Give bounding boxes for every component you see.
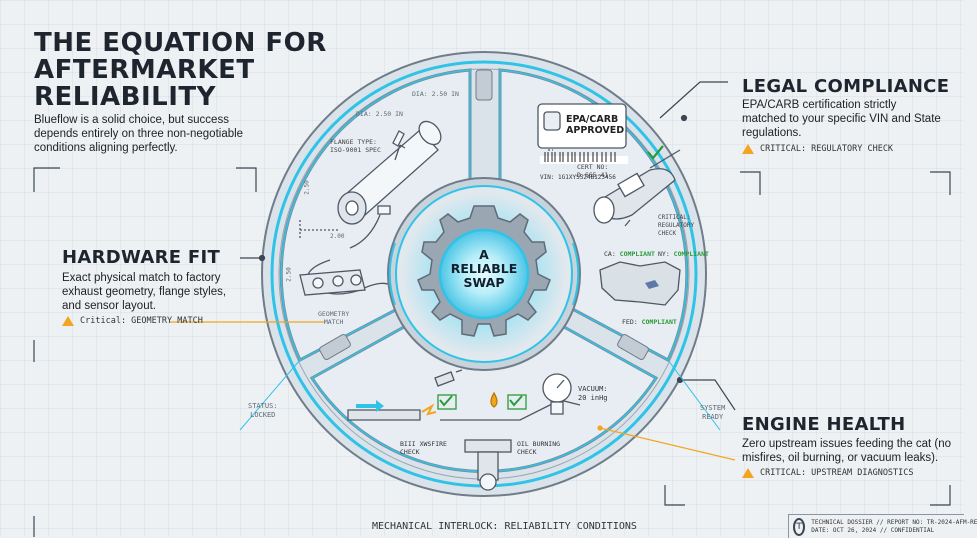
warning-icon bbox=[62, 316, 74, 326]
dim-label-3: 2.50 bbox=[285, 267, 293, 282]
system-ready: SYSTEM READY bbox=[700, 404, 725, 422]
dossier-text: TECHNICAL DOSSIER // REPORT NO: TR-2024-… bbox=[811, 519, 977, 535]
misfire-line-2: CHECK bbox=[400, 448, 420, 456]
vin-label: VIN: 1G1XYS524B123456 bbox=[540, 174, 616, 181]
dim-label-1: 2.50 bbox=[303, 180, 311, 195]
epa-badge-line-2: APPROVED bbox=[566, 125, 625, 136]
ny-compliance: NY: COMPLIANT bbox=[658, 250, 709, 258]
engine-sketch bbox=[347, 369, 581, 491]
regulatory-line-3: CHECK bbox=[658, 230, 677, 237]
vacuum-line-1: VACUUM: bbox=[578, 385, 608, 393]
misfire-label: BIII XWSFIRE CHECK bbox=[400, 440, 447, 456]
dossier-logo-icon: ⊤ bbox=[793, 517, 806, 536]
system-ready-line-1: SYSTEM bbox=[700, 404, 726, 412]
regulatory-note: CRITICAL: REGULATORY CHECK bbox=[658, 214, 694, 238]
ca-compliance: CA: COMPLIANT bbox=[604, 250, 655, 258]
vacuum-line-2: 20 inHg bbox=[578, 394, 608, 402]
engine-critical-label: CRITICAL: UPSTREAM DIAGNOSTICS bbox=[760, 468, 914, 478]
status-locked-line-2: LOCKED bbox=[250, 411, 276, 419]
oil-line-2: CHECK bbox=[517, 448, 537, 456]
fed-prefix: FED: bbox=[622, 318, 638, 326]
footer-caption: MECHANICAL INTERLOCK: RELIABILITY CONDIT… bbox=[372, 521, 637, 532]
ca-prefix: CA: bbox=[604, 250, 616, 258]
dia-label-1: DIA: 2.50 IN bbox=[412, 90, 459, 98]
legal-critical-label: CRITICAL: REGULATORY CHECK bbox=[760, 144, 894, 154]
regulatory-line-2: REGULATORY bbox=[658, 222, 695, 229]
center-line-3: SWAP bbox=[463, 275, 505, 290]
engine-title: ENGINE HEALTH bbox=[742, 414, 906, 435]
epa-badge: EPA/CARB APPROVED bbox=[566, 114, 624, 136]
hardware-critical-label: Critical: GEOMETRY MATCH bbox=[80, 316, 203, 326]
status-locked-line-1: STATUS: bbox=[248, 402, 278, 410]
geometry-match-label: GEOMETRY MATCH bbox=[318, 310, 349, 326]
engine-text: Zero upstream issues feeding the cat (no… bbox=[742, 438, 952, 464]
legal-title: LEGAL COMPLIANCE bbox=[742, 76, 950, 97]
legal-text: EPA/CARB certification strictly matched … bbox=[742, 99, 941, 139]
oil-burning-label: OIL BURNING CHECK bbox=[517, 440, 560, 456]
cert-line-2: D-665-41 bbox=[577, 171, 609, 179]
dossier-block: ⊤ TECHNICAL DOSSIER // REPORT NO: TR-202… bbox=[788, 514, 977, 538]
flange-label: FLANGE TYPE: ISO-9001 SPEC bbox=[330, 138, 381, 154]
exhaust-pipe-sketch bbox=[299, 120, 442, 296]
ny-prefix: NY: bbox=[658, 250, 670, 258]
hardware-text: Exact physical match to factory exhaust … bbox=[62, 272, 227, 312]
intro-text: Blueflow is a solid choice, but success … bbox=[34, 114, 244, 154]
hardware-title: HARDWARE FIT bbox=[62, 247, 221, 268]
fed-status: COMPLIANT bbox=[641, 318, 677, 326]
system-ready-line-2: READY bbox=[702, 413, 724, 421]
misfire-line-1: BIII XWSFIRE bbox=[400, 440, 447, 448]
dim-label-2: 2.00 bbox=[330, 233, 345, 240]
center-line-1: A bbox=[479, 247, 489, 262]
engine-critical: CRITICAL: UPSTREAM DIAGNOSTICS bbox=[742, 468, 914, 478]
center-label: A RELIABLE SWAP bbox=[440, 248, 528, 290]
warning-icon bbox=[742, 468, 754, 478]
flange-spec-label: ISO-9001 SPEC bbox=[330, 146, 381, 154]
cert-label: CERT NO: D-665-41 bbox=[577, 163, 608, 179]
page-title: THE EQUATION FOR AFTERMARKET RELIABILITY bbox=[34, 28, 327, 112]
epa-badge-line-1: EPA/CARB bbox=[566, 114, 619, 125]
ny-status: COMPLIANT bbox=[673, 250, 709, 258]
vacuum-label: VACUUM: 20 inHg bbox=[578, 385, 608, 403]
ca-status: COMPLIANT bbox=[619, 250, 655, 258]
corner-frame-brackets bbox=[33, 167, 951, 537]
status-locked: STATUS: LOCKED bbox=[248, 402, 278, 420]
geometry-line-1: GEOMETRY bbox=[318, 310, 350, 318]
legal-critical: CRITICAL: REGULATORY CHECK bbox=[742, 144, 893, 154]
fed-compliance: FED: COMPLIANT bbox=[622, 318, 677, 326]
dia-label-2: DIA: 2.50 IN bbox=[356, 110, 403, 118]
dossier-line-1: TECHNICAL DOSSIER // REPORT NO: TR-2024-… bbox=[811, 518, 977, 526]
regulatory-line-1: CRITICAL: bbox=[658, 214, 691, 221]
geometry-line-2: MATCH bbox=[323, 318, 344, 326]
cert-line-1: CERT NO: bbox=[577, 163, 609, 171]
dossier-line-2: DATE: OCT 26, 2024 // CONFIDENTIAL bbox=[811, 526, 935, 534]
hardware-critical: Critical: GEOMETRY MATCH bbox=[62, 316, 203, 326]
catalytic-converter-sketch bbox=[537, 103, 681, 306]
flange-type-label: FLANGE TYPE: bbox=[330, 138, 377, 146]
center-line-2: RELIABLE bbox=[450, 261, 518, 276]
center-glow bbox=[438, 228, 530, 320]
oil-line-1: OIL BURNING bbox=[517, 440, 561, 448]
warning-icon bbox=[742, 144, 754, 154]
